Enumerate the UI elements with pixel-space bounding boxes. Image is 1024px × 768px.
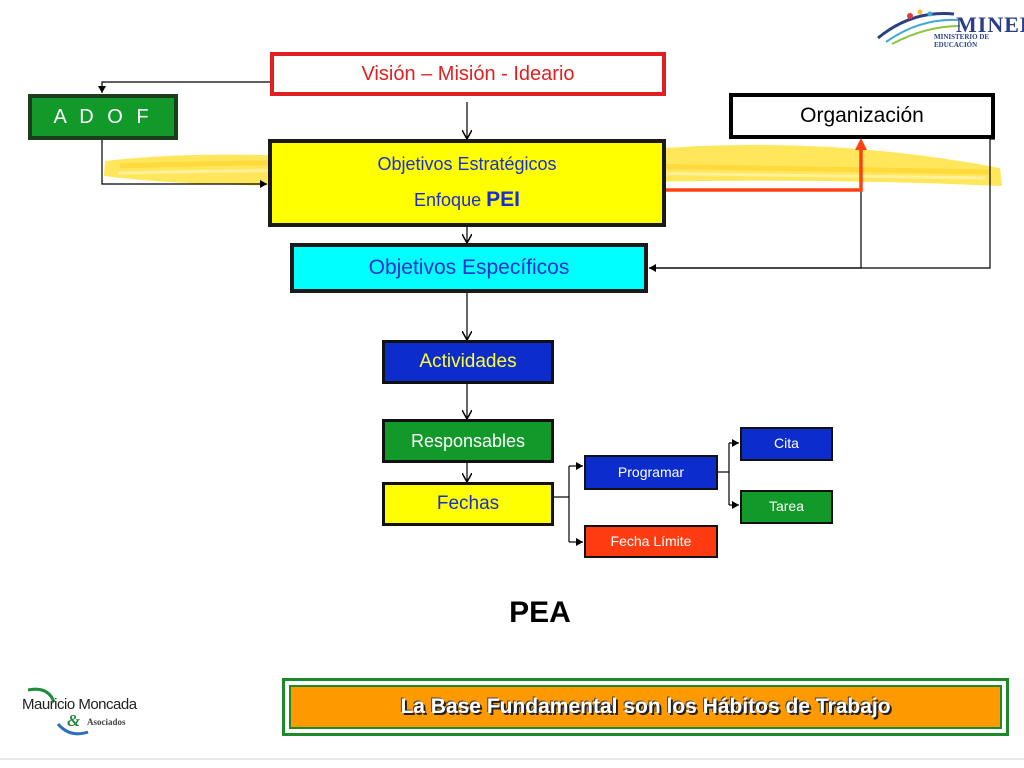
adof-box: A D O F [28, 94, 178, 140]
enfoque-line: Enfoque PEI [414, 187, 520, 213]
fechas-box: Fechas [382, 482, 554, 526]
objetivos-estrategicos-box: Objetivos Estratégicos Enfoque PEI [268, 139, 666, 227]
programar-box: Programar [584, 455, 718, 490]
mined-logo-subtext: MINISTERIO DE EDUCACIÓN [934, 33, 990, 49]
bracket-fechas [554, 462, 583, 546]
objetivos-especificos-box: Objetivos Específicos [290, 243, 648, 293]
arrow-adof-to-objetivos [101, 140, 267, 188]
bracket-programar [718, 439, 739, 509]
mined-logo-text: MINED [956, 12, 1024, 37]
pea-label: PEA [509, 596, 571, 629]
moncada-logo-amp: & [67, 711, 81, 730]
cita-box: Cita [740, 427, 833, 461]
pei-label: PEI [486, 188, 520, 212]
moncada-logo-icon [27, 687, 89, 736]
footer-divider [0, 758, 1024, 760]
tarea-box: Tarea [740, 490, 833, 524]
moncada-logo-suffix: Asociados [87, 717, 126, 727]
fecha-limite-box: Fecha Límite [584, 525, 718, 558]
responsables-box: Responsables [382, 419, 554, 463]
enfoque-label: Enfoque [414, 190, 482, 211]
actividades-box: Actividades [382, 340, 554, 384]
banner-frame: La Base Fundamental son los Hábitos de T… [282, 678, 1009, 736]
arrow-vision-to-adof [98, 81, 270, 93]
moncada-logo-name: Mauricio Moncada [22, 696, 137, 713]
banner-text: La Base Fundamental son los Hábitos de T… [289, 685, 1002, 729]
vision-mision-box: Visión – Misión - Ideario [270, 52, 666, 96]
organizacion-box: Organización [729, 93, 995, 139]
objetivos-estrategicos-label: Objetivos Estratégicos [377, 153, 557, 174]
mined-logo-icon [877, 9, 961, 45]
arrow-objetivos-to-organizacion [666, 138, 867, 192]
